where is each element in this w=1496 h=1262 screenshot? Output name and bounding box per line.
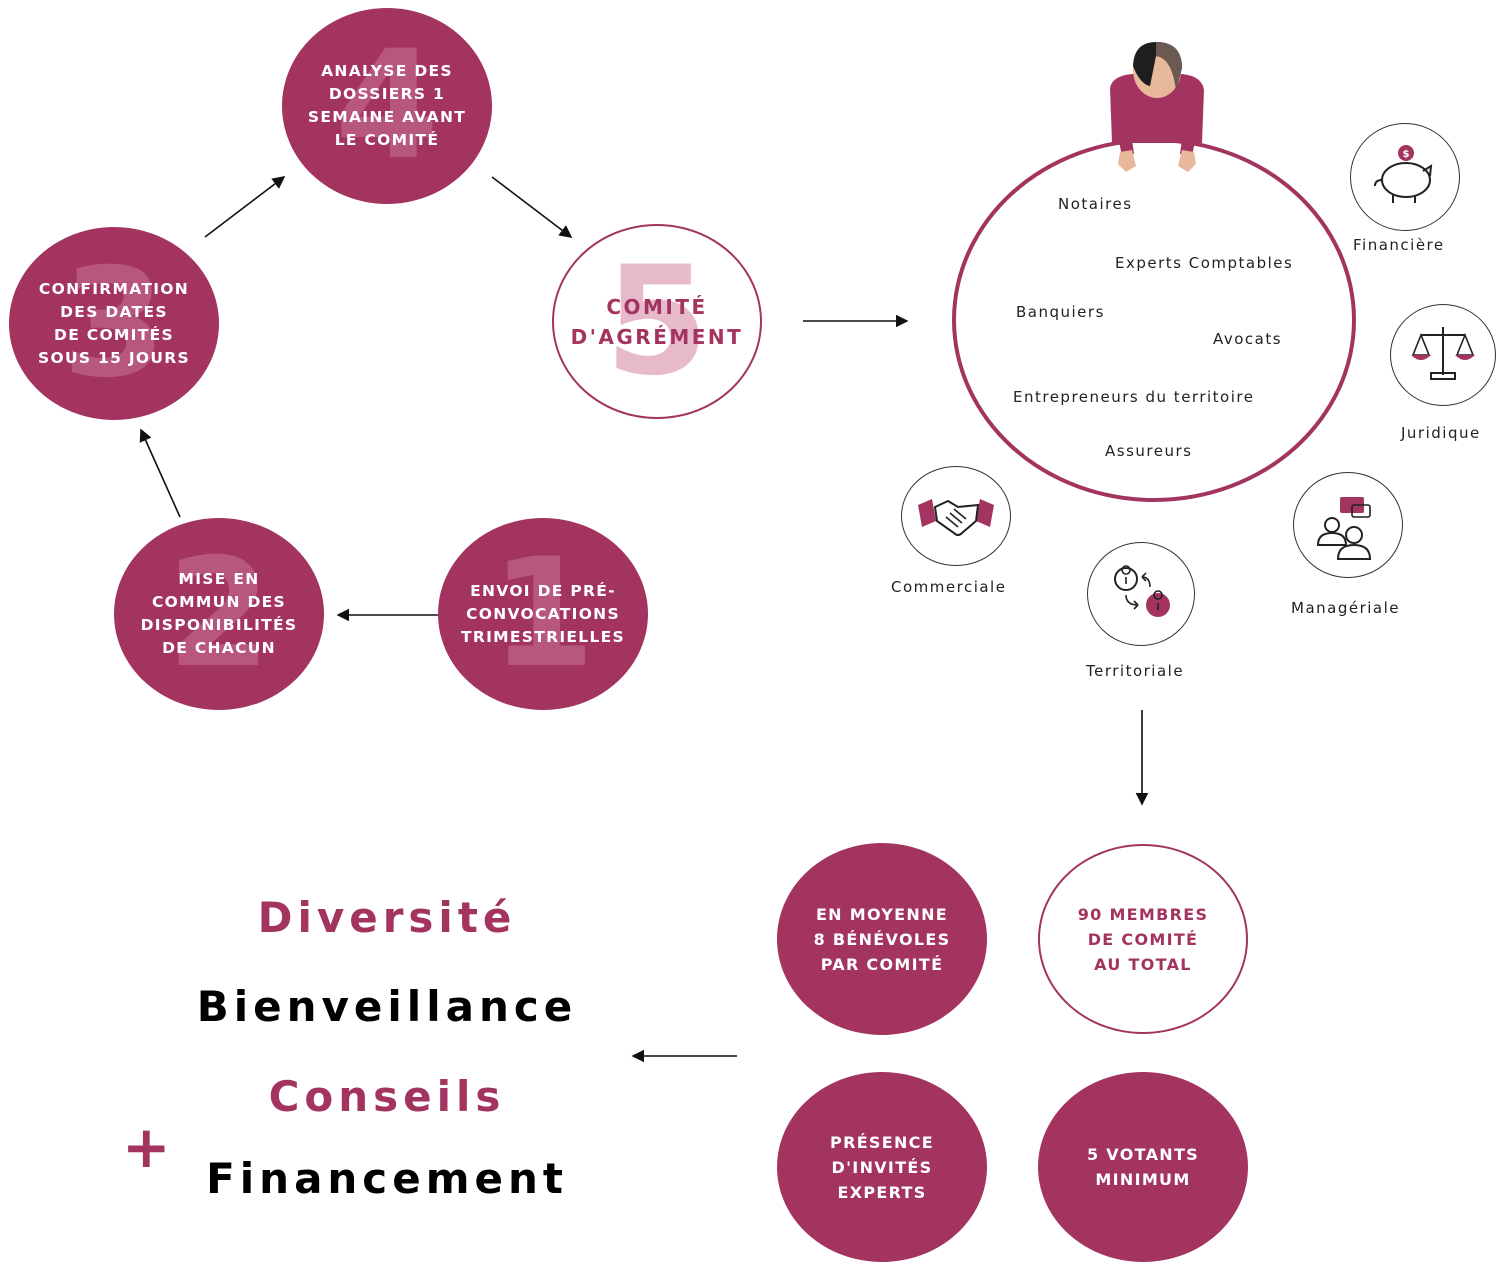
location-exchange-icon — [1114, 565, 1170, 617]
value-bienveillance: Bienveillance — [196, 982, 578, 1031]
stat-votants-circle: 5 VOTANTS MINIMUM — [1038, 1072, 1248, 1262]
arrow-4-to-5 — [491, 176, 573, 238]
step-5-text: COMITÉ D'AGRÉMENT — [570, 294, 744, 349]
manageriale-circle — [1293, 472, 1403, 578]
territoriale-circle — [1087, 542, 1195, 646]
committee-circle — [952, 138, 1356, 502]
step-4-text: ANALYSE DES DOSSIERS 1 SEMAINE AVANT LE … — [307, 62, 467, 149]
step-1-text: ENVOI DE PRÉ- CONVOCATIONS TRIMESTRIELLE… — [460, 581, 626, 646]
member-avocats: Avocats — [1213, 330, 1283, 348]
commerciale-label: Commerciale — [891, 578, 1007, 596]
step-2-text: MISE EN COMMUN DES DISPONIBILITÉS DE CHA… — [140, 570, 298, 657]
financiere-label: Financière — [1353, 236, 1445, 254]
scales-icon — [1411, 327, 1475, 380]
piggy-bank-icon: $ — [1374, 145, 1433, 203]
juridique-circle — [1390, 304, 1496, 406]
territoriale-label: Territoriale — [1086, 662, 1185, 680]
commerciale-circle — [901, 466, 1011, 566]
financiere-circle: $ — [1350, 123, 1460, 231]
step-3-circle: 3 CONFIRMATION DES DATES DE COMITÉS SOUS… — [9, 227, 219, 420]
step-2-circle: 2 MISE EN COMMUN DES DISPONIBILITÉS DE C… — [114, 518, 324, 710]
value-diversite: Diversité — [257, 893, 517, 942]
stat-experts-text: PRÉSENCE D'INVITÉS EXPERTS — [830, 1132, 934, 1202]
step-1-circle: 1 ENVOI DE PRÉ- CONVOCATIONS TRIMESTRIEL… — [438, 518, 648, 710]
stat-membres-text: 90 MEMBRES DE COMITÉ AU TOTAL — [1077, 904, 1209, 974]
member-experts-comptables: Experts Comptables — [1115, 254, 1294, 272]
stat-benevoles-circle: EN MOYENNE 8 BÉNÉVOLES PAR COMITÉ — [777, 843, 987, 1035]
step-4-circle: 4 ANALYSE DES DOSSIERS 1 SEMAINE AVANT L… — [282, 8, 492, 204]
plus-sign: + — [122, 1113, 171, 1181]
step-5-circle: 5 COMITÉ D'AGRÉMENT — [552, 224, 762, 419]
member-entrepreneurs: Entrepreneurs du territoire — [1013, 388, 1255, 406]
arrow-3-to-4 — [204, 176, 286, 238]
stat-experts-circle: PRÉSENCE D'INVITÉS EXPERTS — [777, 1072, 987, 1262]
member-assureurs: Assureurs — [1105, 442, 1193, 460]
stat-benevoles-text: EN MOYENNE 8 BÉNÉVOLES PAR COMITÉ — [813, 904, 951, 974]
stat-votants-text: 5 VOTANTS MINIMUM — [1087, 1145, 1199, 1189]
svg-text:$: $ — [1403, 149, 1410, 160]
people-chat-icon — [1316, 497, 1372, 560]
handshake-icon — [918, 499, 994, 536]
member-banquiers: Banquiers — [1016, 303, 1105, 321]
arrow-2-to-3 — [139, 428, 181, 518]
manageriale-label: Managériale — [1291, 599, 1401, 617]
value-financement: Financement — [206, 1154, 568, 1203]
juridique-label: Juridique — [1401, 424, 1481, 442]
member-notaires: Notaires — [1058, 195, 1133, 213]
stat-membres-circle: 90 MEMBRES DE COMITÉ AU TOTAL — [1038, 844, 1248, 1034]
value-conseils: Conseils — [268, 1072, 506, 1121]
step-3-text: CONFIRMATION DES DATES DE COMITÉS SOUS 1… — [38, 279, 190, 367]
